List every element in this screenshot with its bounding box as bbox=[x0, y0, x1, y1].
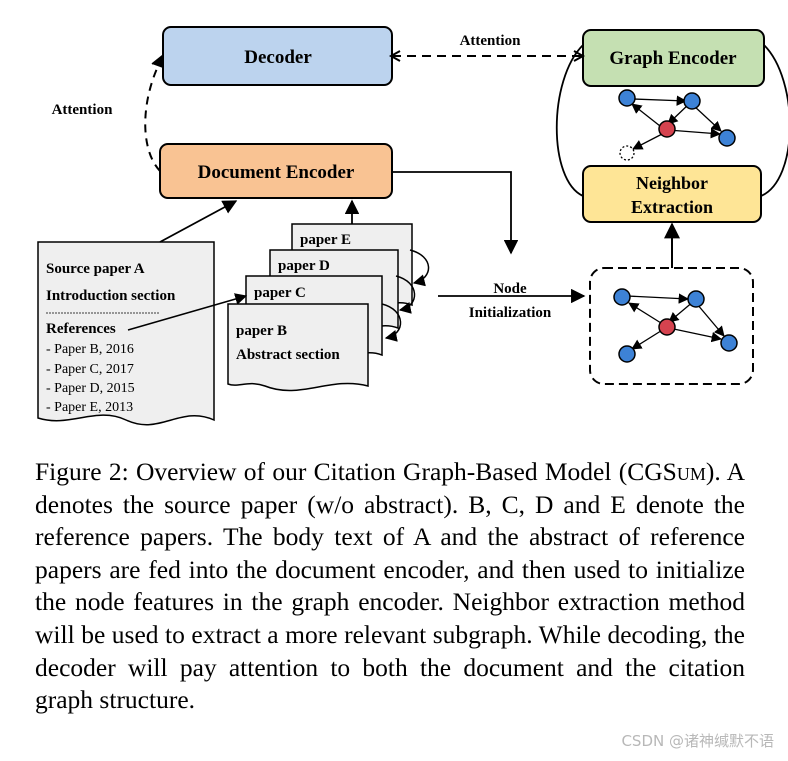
document-encoder-label: Document Encoder bbox=[198, 162, 355, 183]
reference-item: - Paper D, 2015 bbox=[46, 381, 135, 396]
node-blue bbox=[683, 92, 701, 110]
arrow-source-to-doc-encoder bbox=[159, 200, 238, 243]
decoder-label: Decoder bbox=[244, 47, 312, 68]
attention-top-label: Attention bbox=[460, 33, 521, 49]
loop-left-curve bbox=[555, 44, 584, 197]
graph-encoder-box: Graph Encoder bbox=[582, 29, 765, 87]
node-blue bbox=[718, 129, 736, 147]
graph-encoder-label: Graph Encoder bbox=[609, 48, 737, 69]
arrow-doc-encoder-to-node-init bbox=[392, 171, 519, 255]
arrow-references-to-papers bbox=[127, 293, 248, 331]
node-blue bbox=[613, 288, 631, 306]
node-blue bbox=[687, 290, 705, 308]
neighbor-extraction-line1: Neighbor bbox=[636, 173, 708, 193]
neighbor-extraction-line2: Extraction bbox=[631, 197, 713, 217]
caption-model-name: CGSum bbox=[627, 457, 706, 486]
document-encoder-box: Document Encoder bbox=[159, 143, 393, 199]
node-red bbox=[658, 120, 676, 138]
paper-d-label: paper D bbox=[278, 258, 330, 274]
loop-arrow bbox=[381, 303, 402, 342]
caption-prefix: Figure 2: Overview of our Citation Graph… bbox=[35, 457, 628, 486]
attention-dashed-arrow-left bbox=[144, 57, 163, 172]
reference-item: - Paper C, 2017 bbox=[46, 362, 134, 377]
watermark: CSDN @诸神缄默不语 bbox=[621, 732, 774, 750]
node-removed bbox=[619, 145, 635, 161]
figure-caption: Figure 2: Overview of our Citation Graph… bbox=[35, 456, 745, 717]
decoder-box: Decoder bbox=[162, 26, 393, 86]
loop-arrow bbox=[395, 275, 416, 314]
reference-item: - Paper E, 2013 bbox=[46, 400, 133, 415]
graph-encoder-subgraph bbox=[618, 89, 736, 161]
references-heading: References bbox=[46, 321, 116, 337]
node-init-line2: Initialization bbox=[469, 305, 552, 321]
loop-right-curve bbox=[760, 44, 788, 197]
paper-e-label: paper E bbox=[300, 232, 351, 248]
source-paper-line2: Introduction section bbox=[46, 288, 176, 304]
source-paper-document: Source paper A Introduction section Refe… bbox=[37, 241, 215, 426]
neighbor-extraction-box: Neighbor Extraction bbox=[582, 165, 762, 223]
paper-c-label: paper C bbox=[254, 285, 306, 301]
caption-body: ). A denotes the source paper (w/o abstr… bbox=[35, 457, 746, 715]
source-paper-line1: Source paper A bbox=[46, 261, 145, 277]
node-initialization-graph bbox=[589, 267, 754, 385]
paper-b-line2: Abstract section bbox=[236, 347, 340, 363]
node-blue bbox=[720, 334, 738, 352]
node-red bbox=[658, 318, 676, 336]
reference-item: - Paper B, 2016 bbox=[46, 342, 134, 357]
node-blue bbox=[618, 89, 636, 107]
attention-left-label: Attention bbox=[52, 102, 113, 118]
architecture-diagram: Decoder Document Encoder Graph Encoder N… bbox=[37, 26, 788, 426]
paper-b-line1: paper B bbox=[236, 323, 287, 339]
loop-arrow bbox=[409, 249, 430, 287]
node-blue bbox=[618, 345, 636, 363]
paper-b-card: paper B Abstract section bbox=[227, 303, 369, 392]
node-init-line1: Node bbox=[493, 281, 527, 297]
